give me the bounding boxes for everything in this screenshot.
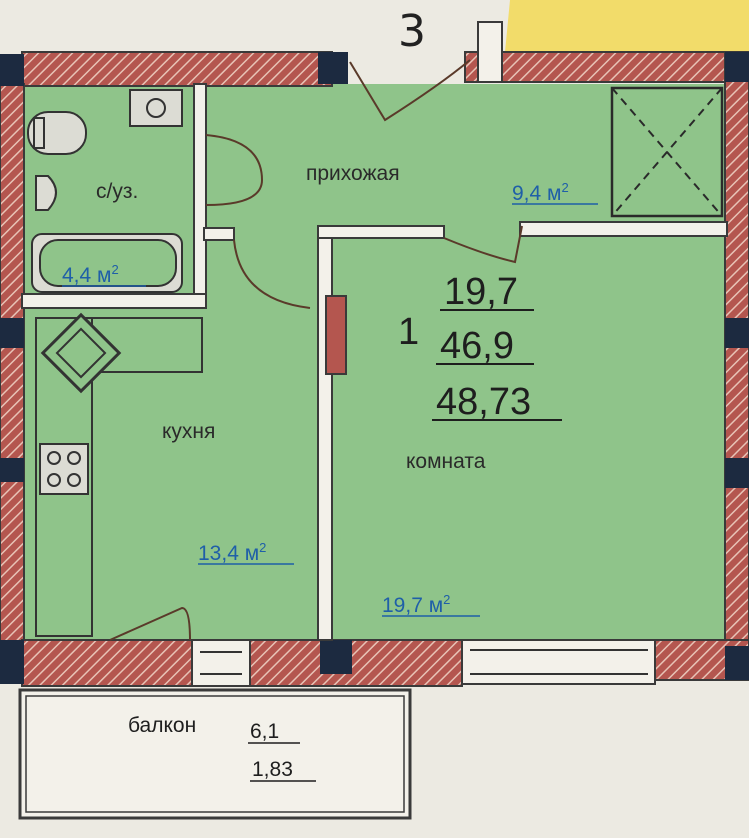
wall-room-top-right <box>519 221 728 237</box>
entrance-frame <box>477 21 503 83</box>
wall-bottom-middle <box>249 639 463 687</box>
bathroom-door-swing <box>205 134 264 206</box>
balcony-door-swing <box>109 606 191 641</box>
wall-bottom-left <box>21 639 193 687</box>
wall-right <box>724 51 749 673</box>
total-area: 46,9 <box>440 325 514 367</box>
balcony-name: балкон <box>128 714 196 737</box>
entrance-door-swing <box>349 59 471 122</box>
ventilation-shaft <box>325 295 347 375</box>
wall-kitchen-top <box>203 227 235 241</box>
entrance-number: 3 <box>398 6 426 57</box>
column <box>0 640 24 684</box>
column <box>318 52 348 84</box>
kitchen-sink <box>40 312 122 394</box>
window-kitchen <box>191 639 251 687</box>
sink <box>129 89 183 127</box>
kitchen-door-swing <box>233 239 311 309</box>
hallway-name: прихожая <box>306 162 400 185</box>
balcony-area: 6,1 <box>250 720 279 743</box>
column <box>0 318 24 348</box>
living-area-total: 19,7 <box>444 271 518 313</box>
room-name: комната <box>406 450 486 473</box>
room-area: 19,7 м2 <box>382 592 450 617</box>
column <box>725 52 749 82</box>
bathroom-name: с/уз. <box>96 180 138 203</box>
balcony-reduced-area: 1,83 <box>252 758 293 781</box>
wall-bathroom-bottom <box>21 293 207 309</box>
stove <box>39 443 89 495</box>
column <box>725 458 749 488</box>
neighbor-area <box>505 0 749 52</box>
column <box>0 458 24 482</box>
bidet <box>35 175 57 211</box>
total-area-with-balcony: 48,73 <box>436 381 531 423</box>
window-room <box>461 639 656 685</box>
bathroom-area: 4,4 м2 <box>62 262 119 287</box>
kitchen-area: 13,4 м2 <box>198 540 266 565</box>
column <box>725 646 749 680</box>
kitchen-name: кухня <box>162 420 215 443</box>
wall-room-top-left <box>317 225 445 239</box>
wardrobe <box>610 86 724 218</box>
column <box>725 318 749 348</box>
wall-top-right <box>464 51 728 83</box>
wall-top-left <box>21 51 333 87</box>
balcony <box>18 688 412 820</box>
wall-left <box>0 83 25 645</box>
room-count: 1 <box>398 311 419 353</box>
room-door-swing <box>443 225 523 264</box>
hallway-area: 9,4 м2 <box>512 180 569 205</box>
wall-bathroom-right <box>193 83 207 303</box>
wall-kitchen-room <box>317 227 333 641</box>
column <box>320 640 352 674</box>
column <box>0 54 24 86</box>
